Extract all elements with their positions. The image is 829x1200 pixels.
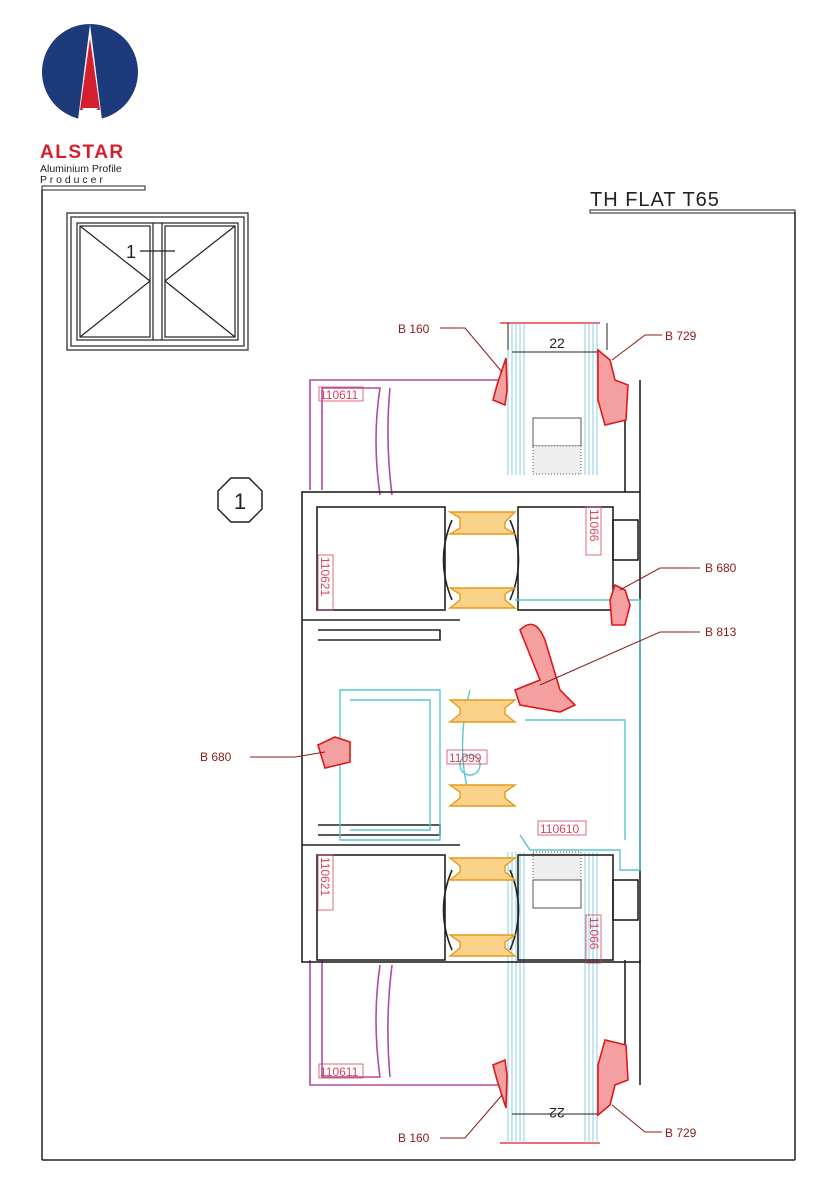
profile-label-11066-upper: 11066 [587, 509, 601, 542]
profile-label-110611-bottom: 110611 [320, 1065, 359, 1079]
gasket-label-b160-top: B 160 [398, 322, 430, 336]
profile-label-110611-top: 110611 [320, 388, 359, 402]
leader-lines [250, 327, 700, 1139]
logo-brand: ALSTAR [40, 142, 125, 163]
gasket-label-b729-bottom: B 729 [665, 1126, 697, 1140]
profile-label-110621-lower: 110621 [318, 857, 332, 896]
drawing-title: TH FLAT T65 [590, 189, 720, 211]
gasket-label-b680-left: B 680 [200, 750, 232, 764]
drawing-border [41, 185, 796, 1161]
aluminium-frame [301, 380, 641, 1085]
section-marker-text: 1 [234, 489, 246, 514]
profile-label-11066-lower: 11066 [587, 917, 601, 950]
profile-label-110610: 110610 [540, 822, 579, 836]
window-thumbnail [66, 212, 249, 351]
glass-top [500, 322, 608, 475]
glass-bottom [500, 851, 600, 1144]
dimension-top: 22 [549, 335, 565, 351]
section-marker: 1 [217, 477, 263, 523]
thermal-breaks [447, 511, 518, 957]
thumbnail-section-marker: 1 [126, 242, 136, 262]
logo-line2: P r o d u c e r [40, 174, 103, 186]
dimension-bottom: 22 [549, 1105, 565, 1121]
gasket-label-b729-top: B 729 [665, 329, 697, 343]
alstar-logo: ALSTAR Aluminium Profile P r o d u c e r [40, 24, 138, 186]
logo-line1: Aluminium Profile [40, 163, 122, 175]
profile-label-11099: 11099 [449, 751, 482, 765]
profile-labels [317, 386, 602, 1079]
gaskets [317, 348, 631, 1117]
gasket-label-b680-right: B 680 [705, 561, 737, 575]
gasket-label-b813: B 813 [705, 625, 737, 639]
gasket-label-b160-bottom: B 160 [398, 1131, 430, 1145]
profile-label-110621-upper: 110621 [318, 557, 332, 596]
